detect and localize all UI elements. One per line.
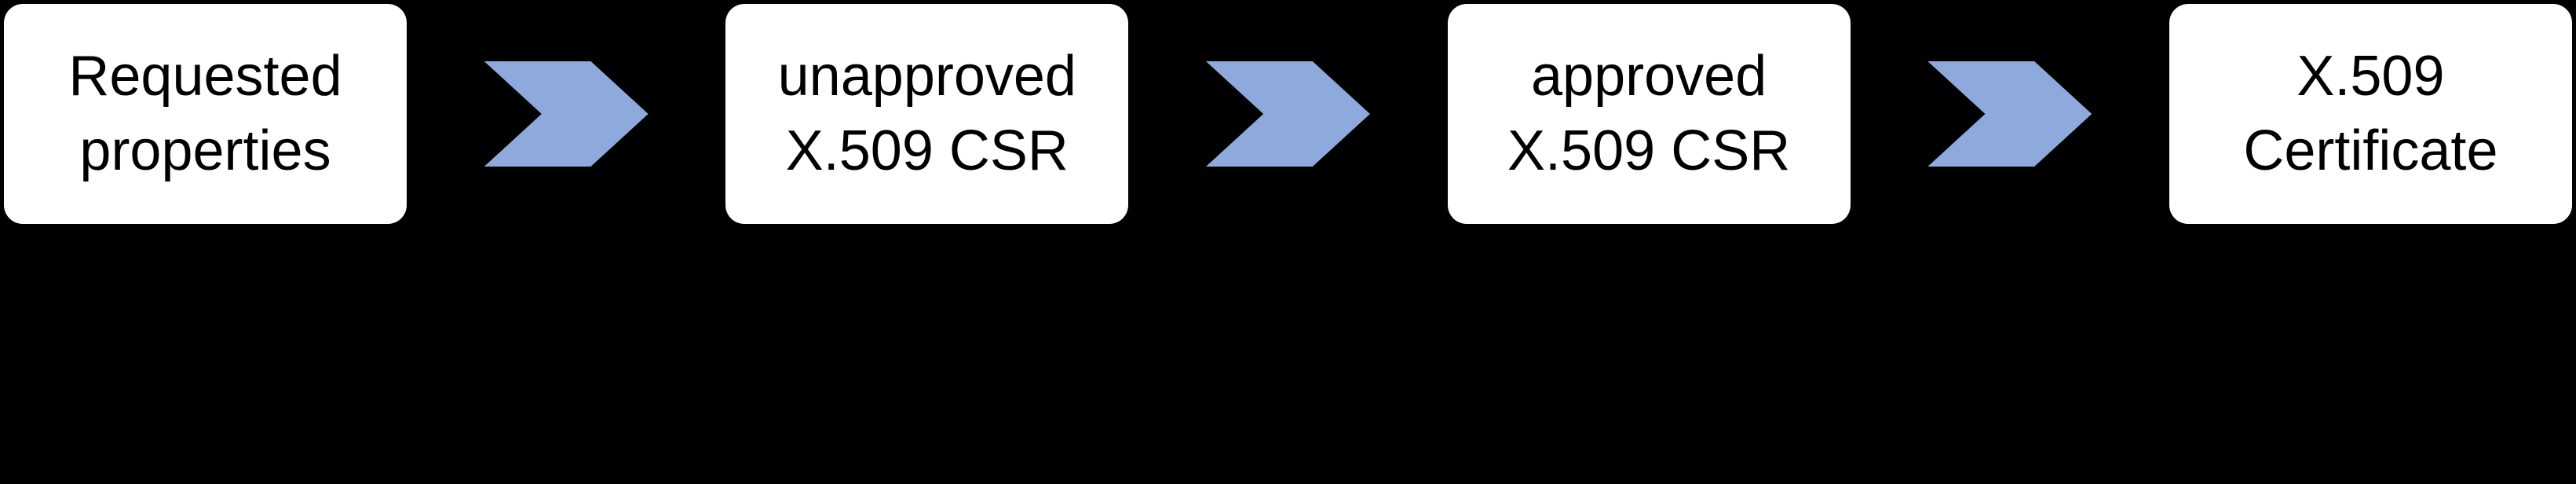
node-label-line2: properties — [79, 119, 331, 182]
node-label-line2: X.509 CSR — [1507, 119, 1791, 182]
chevron-right-icon — [1927, 61, 2092, 167]
node-label-line1: unapproved — [777, 45, 1076, 108]
chevron-right-icon — [1205, 61, 1370, 167]
node-unapproved-x509-csr: unapproved X.509 CSR — [725, 4, 1129, 224]
node-approved-x509-csr: approved X.509 CSR — [1447, 4, 1851, 224]
certificate-flow-diagram: Requested properties unapproved X.509 CS… — [0, 0, 2576, 228]
node-label-line1: approved — [1531, 45, 1767, 108]
node-requested-properties: Requested properties — [4, 4, 407, 224]
node-label-line2: Certificate — [2243, 119, 2498, 182]
node-label-line2: X.509 CSR — [785, 119, 1069, 182]
node-label-line1: X.509 — [2296, 45, 2445, 108]
node-label-line1: Requested — [68, 45, 342, 108]
node-x509-certificate: X.509 Certificate — [2169, 4, 2572, 224]
chevron-right-icon — [484, 61, 649, 167]
